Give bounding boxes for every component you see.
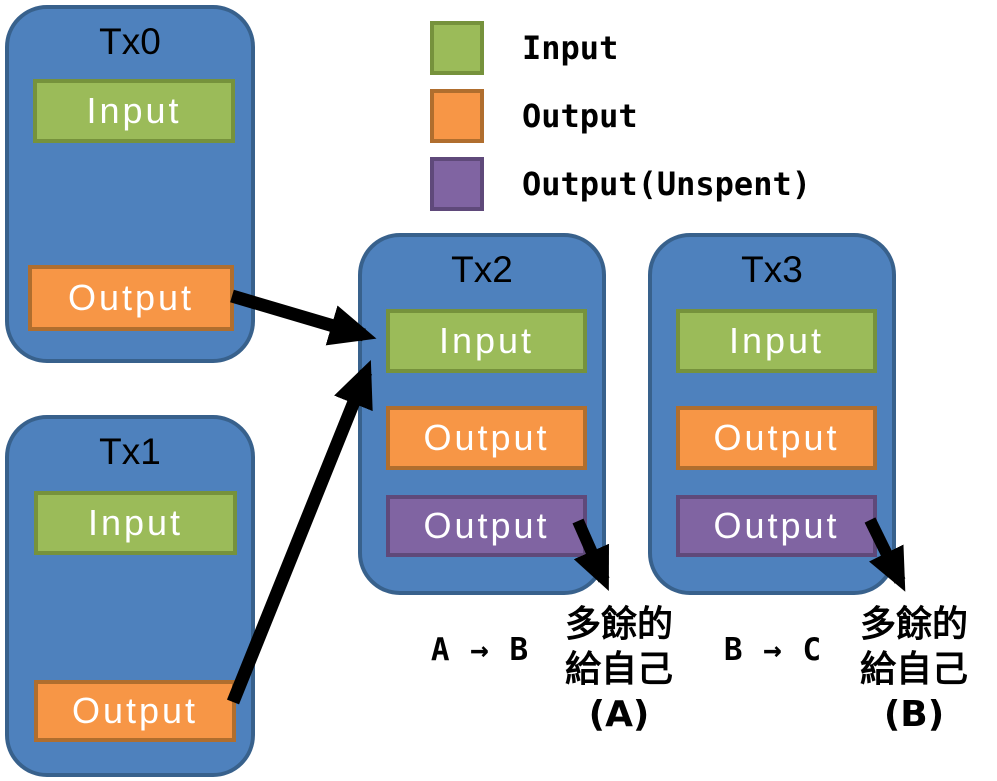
tx1-output-slot: Output — [34, 680, 236, 742]
legend-label-input: Input — [522, 29, 619, 67]
tx1-box: Tx1 Input Output — [5, 415, 255, 777]
tx2-output-slot: Output — [386, 406, 587, 470]
tx3-change-line3: (B) — [883, 694, 945, 735]
tx2-change-line1: 多餘的 — [564, 604, 673, 645]
input-swatch-icon — [430, 21, 484, 75]
legend-label-output: Output — [522, 97, 638, 135]
tx3-box: Tx3 Input Output Output — [648, 233, 896, 595]
tx3-change-line1: 多餘的 — [859, 604, 968, 645]
tx3-title: Tx3 — [741, 249, 803, 290]
tx2-title: Tx2 — [451, 249, 513, 290]
tx2-change-note: 多餘的 給自己 (A) — [548, 602, 690, 737]
legend-row-unspent: Output(Unspent) — [430, 157, 811, 211]
tx1-title: Tx1 — [99, 431, 161, 472]
tx3-change-note: 多餘的 給自己 (B) — [843, 602, 985, 737]
tx3-input-slot: Input — [676, 309, 877, 373]
tx2-box: Tx2 Input Output Output — [358, 233, 606, 595]
tx2-transfer-label: A → B — [430, 632, 530, 668]
tx2-change-line2: 給自己 — [564, 649, 673, 690]
tx3-output-slot: Output — [676, 406, 877, 470]
tx0-input-slot: Input — [33, 79, 235, 143]
tx0-output-slot: Output — [28, 265, 234, 331]
unspent-swatch-icon — [430, 157, 484, 211]
tx3-change-line2: 給自己 — [859, 649, 968, 690]
tx2-input-slot: Input — [386, 309, 587, 373]
legend-row-input: Input — [430, 21, 618, 75]
tx2-output-unspent-slot: Output — [386, 495, 587, 557]
tx3-transfer-label: B → C — [723, 632, 823, 668]
tx2-change-line3: (A) — [588, 694, 650, 735]
tx0-box: Tx0 Input Output — [5, 5, 255, 363]
tx0-title: Tx0 — [99, 21, 161, 62]
tx3-output-unspent-slot: Output — [676, 495, 877, 557]
tx1-input-slot: Input — [34, 491, 237, 555]
legend-row-output: Output — [430, 89, 638, 143]
output-swatch-icon — [430, 89, 484, 143]
legend-label-unspent: Output(Unspent) — [522, 165, 811, 203]
